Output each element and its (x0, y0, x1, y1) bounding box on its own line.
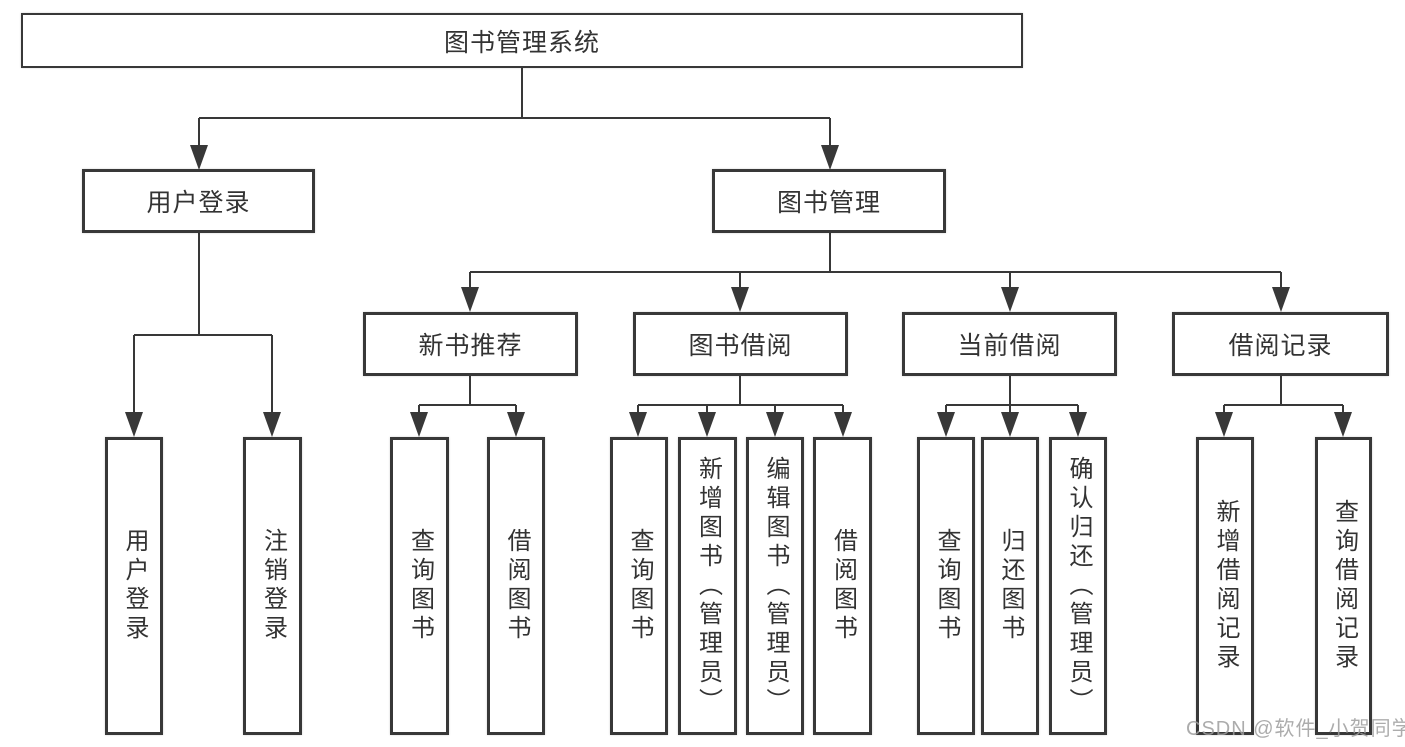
leaf-borrow-books-recommend: 借阅图书 (487, 437, 545, 735)
leaf-query-books-recommend: 查询图书 (390, 437, 449, 735)
leaf-edit-book-admin: 编辑图书（管理员） (746, 437, 804, 735)
node-new-book-recommendation: 新书推荐 (363, 312, 578, 376)
node-book-borrowing: 图书借阅 (633, 312, 848, 376)
watermark: CSDN @软件_小贺同学 (1186, 718, 1405, 740)
leaf-user-login: 用户登录 (105, 437, 163, 735)
connector-records-to-leaves (1223, 376, 1344, 415)
arrowheads (125, 145, 1352, 437)
node-library-management-system: 图书管理系统 (21, 13, 1023, 68)
connector-current-to-leaves (945, 376, 1079, 415)
node-current-borrowing: 当前借阅 (902, 312, 1117, 376)
connector-root-to-level2 (198, 68, 831, 146)
leaf-query-books-borrowing: 查询图书 (610, 437, 668, 735)
connector-borrowing-to-leaves (637, 376, 844, 415)
node-user-login: 用户登录 (82, 169, 315, 233)
connector-userlogin-to-leaves (133, 233, 273, 414)
leaf-return-book: 归还图书 (981, 437, 1039, 735)
leaf-confirm-return-admin: 确认归还（管理员） (1049, 437, 1107, 735)
node-borrowing-records: 借阅记录 (1172, 312, 1389, 376)
connector-recommend-to-leaves (418, 376, 517, 415)
leaf-add-book-admin: 新增图书（管理员） (678, 437, 737, 735)
leaf-query-books-current: 查询图书 (917, 437, 975, 735)
node-book-management: 图书管理 (712, 169, 946, 233)
leaf-borrow-books-borrowing: 借阅图书 (813, 437, 872, 735)
leaf-query-borrow-record: 查询借阅记录 (1315, 437, 1372, 735)
connector-bookmgmt-to-level3 (469, 233, 1282, 289)
leaf-add-borrow-record: 新增借阅记录 (1196, 437, 1254, 735)
leaf-logout: 注销登录 (243, 437, 302, 735)
